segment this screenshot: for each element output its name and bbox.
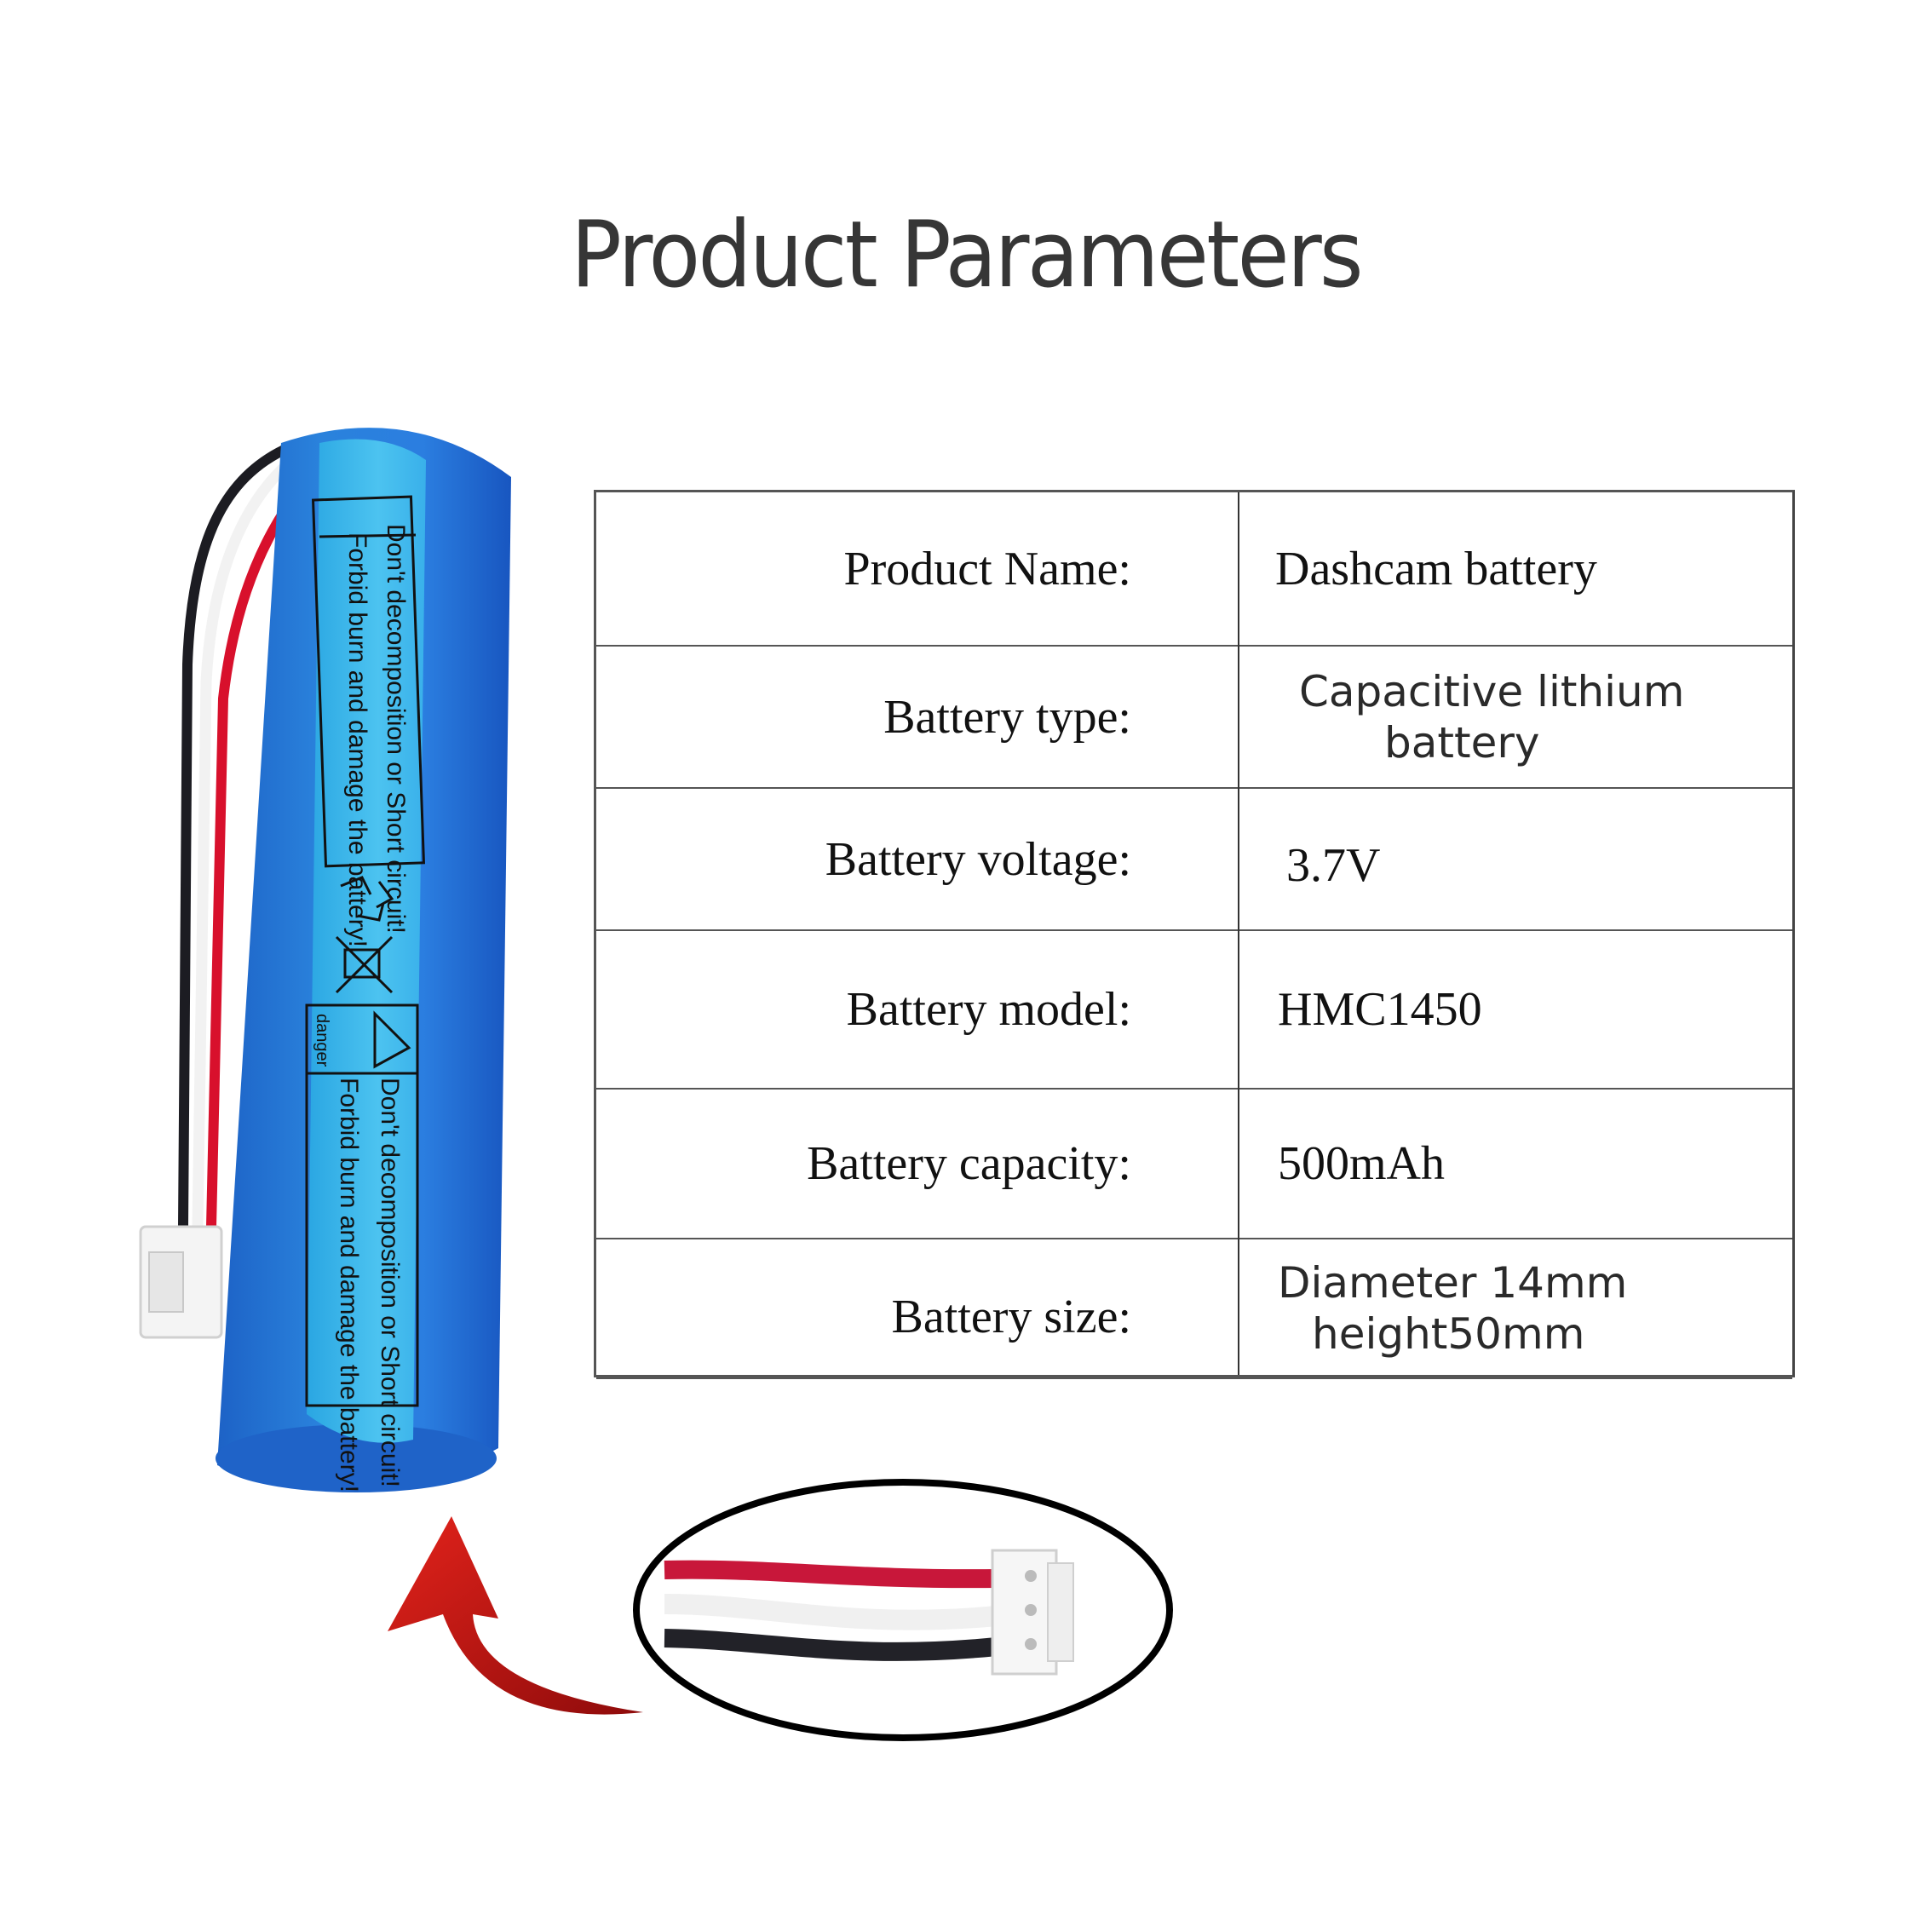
table-row: Product Name: Dashcam battery	[596, 492, 1792, 647]
label-line2-lower: Forbid burn and damage the battery!	[335, 1078, 363, 1492]
recycle-icon	[340, 876, 394, 922]
table-row: Battery capacity: 500mAh	[596, 1090, 1792, 1239]
table-row: Battery type: Capacitive lithium battery	[596, 647, 1792, 789]
battery-size-line2: height50mm	[1312, 1309, 1585, 1359]
curved-arrow-icon	[388, 1516, 643, 1715]
spec-label-battery-type: Battery type:	[883, 690, 1131, 744]
spec-label-battery-voltage: Battery voltage:	[825, 832, 1131, 886]
battery-connector-icon	[139, 1225, 223, 1339]
spec-value-battery-voltage: 3.7V	[1286, 838, 1381, 892]
spec-label-battery-size: Battery size:	[891, 1291, 1131, 1343]
table-row: Battery model: HMC1450	[596, 931, 1792, 1090]
table-column-divider	[1238, 492, 1239, 1375]
spec-label-battery-capacity: Battery capacity:	[807, 1137, 1131, 1190]
crossed-bin-icon	[335, 935, 394, 994]
spec-value-battery-size: Diameter 14mm height50mm	[1278, 1239, 1784, 1377]
label-line1-lower: Don't decomposition or Short circuit!	[376, 1078, 404, 1487]
spec-label-product-name: Product Name:	[843, 542, 1131, 595]
wire-black	[664, 1629, 998, 1661]
battery-type-line1: Capacitive lithium	[1299, 666, 1685, 716]
label-line1-upper: Don't decomposition or Short circuit!	[382, 524, 410, 934]
spec-label-battery-model: Battery model:	[846, 983, 1131, 1036]
table-row: Battery size: Diameter 14mm height50mm	[596, 1239, 1792, 1379]
battery-warning-label-lower	[305, 1003, 419, 1407]
spec-value-battery-capacity: 500mAh	[1278, 1137, 1445, 1190]
page-title: Product Parameters	[571, 202, 1364, 308]
battery-size-line1: Diameter 14mm	[1278, 1258, 1628, 1308]
battery-warning-label-upper	[311, 495, 426, 868]
spec-value-battery-model: HMC1450	[1278, 983, 1482, 1036]
spec-value-product-name: Dashcam battery	[1275, 542, 1597, 595]
spec-value-battery-type: Capacitive lithium battery	[1299, 647, 1784, 787]
label-danger: danger	[313, 1014, 331, 1067]
wire-white	[664, 1594, 998, 1630]
battery-type-line2: battery	[1384, 717, 1540, 768]
warning-triangle-icon	[373, 1010, 411, 1069]
wire-red	[664, 1560, 998, 1589]
connector-closeup	[633, 1479, 1173, 1741]
battery-illustration: Don't decomposition or Short circuit! Fo…	[139, 428, 511, 1492]
table-row: Battery voltage: 3.7V	[596, 789, 1792, 931]
jst-connector-icon	[991, 1549, 1074, 1676]
spec-table: Product Name: Dashcam battery Battery ty…	[594, 490, 1795, 1379]
